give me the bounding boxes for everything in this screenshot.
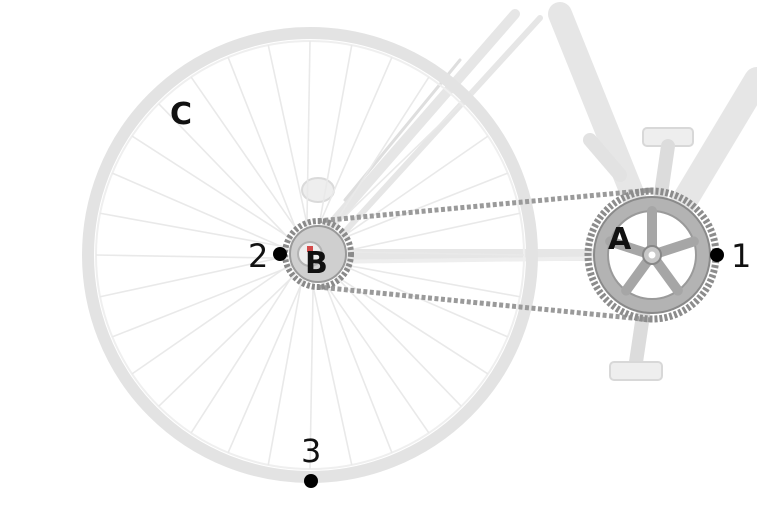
wheel-spoke (305, 40, 311, 246)
wheel-spoke (316, 262, 393, 454)
wheel-spoke (309, 56, 393, 246)
label-point-2: 2 (248, 237, 268, 275)
label-wheel: C (170, 97, 192, 132)
label-chainring: A (608, 222, 632, 257)
sprocket-hub (297, 241, 323, 267)
wheel-spoke (111, 172, 301, 256)
wheel-spoke (190, 76, 309, 246)
wheel-spoke (317, 172, 509, 249)
wheel-spoke (227, 56, 304, 248)
wheel-spoke (131, 135, 305, 248)
wheel-spoke (319, 254, 509, 338)
wheel-spoke (99, 212, 302, 251)
rear-sprocket (282, 218, 354, 290)
wheel-spoke (158, 263, 307, 407)
wheel-spoke (311, 264, 430, 434)
wheel-spoke (131, 256, 301, 375)
wheel-spoke (318, 259, 521, 298)
point-1-marker (710, 248, 724, 262)
wheel-spoke (319, 135, 489, 254)
label-point-1: 1 (731, 237, 751, 275)
chainring-bolt (648, 251, 656, 259)
pedal-bottom (609, 361, 663, 381)
chain-upper-run (317, 187, 653, 224)
wheel-spoke (307, 264, 353, 466)
wheel-spoke (227, 264, 311, 454)
label-rear-sprocket: B (305, 246, 328, 281)
sprocket-accent-mark (307, 246, 313, 252)
wheel-spoke (267, 44, 313, 246)
sprocket-teeth (282, 218, 354, 290)
wheel-spoke (314, 44, 353, 247)
label-point-3: 3 (301, 432, 321, 470)
seat-stay-lower (327, 15, 543, 251)
wheel-spoke (317, 76, 430, 250)
wheel-spoke (158, 103, 302, 252)
chain-stay-inner (316, 256, 632, 264)
wheel-spoke (318, 258, 462, 407)
point-2-marker (273, 247, 287, 261)
point-3-marker (304, 474, 318, 488)
chainring (584, 187, 720, 323)
wheel-spoke (111, 261, 303, 338)
wheel-spoke (315, 262, 489, 375)
wheel-spoke (309, 264, 315, 470)
wheel-spoke (95, 254, 301, 260)
wheel-spoke (313, 103, 462, 247)
reference-points (273, 247, 724, 488)
chain-lower-run (317, 284, 653, 323)
seat-post-clamp (583, 133, 627, 182)
seat-stay-upper (313, 9, 520, 245)
wheel-spoke (190, 260, 303, 434)
wheel-spoke (99, 252, 301, 298)
bicycle-chain (317, 187, 653, 323)
wheel-spoke (267, 263, 306, 466)
